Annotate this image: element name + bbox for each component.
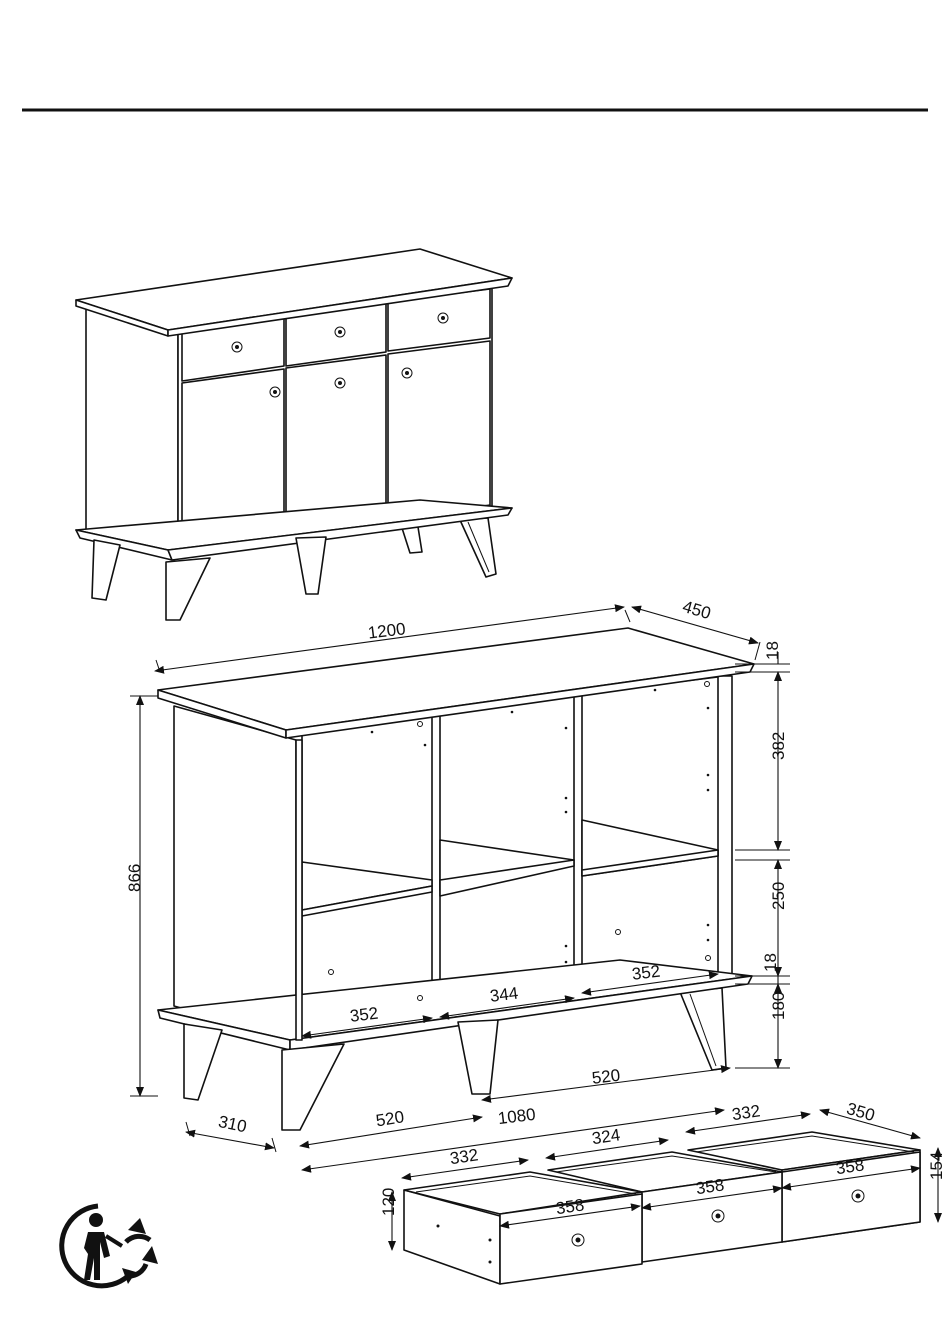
dim-drawer-front-right: 332 [731, 1101, 762, 1124]
front-leg-mid [296, 537, 326, 594]
door-right [388, 341, 490, 520]
assembled-sideboard [76, 249, 512, 620]
drawer-set: 332 324 332 350 154 120 358 358 358 [379, 1099, 946, 1284]
dim-shelf-thickness: 18 [761, 953, 780, 972]
dim-leg-span-right: 520 [591, 1066, 621, 1088]
dim-drawer-width-right: 358 [835, 1155, 866, 1178]
recycling-triman-icon [62, 1206, 158, 1286]
carcass-front-leg-right [282, 1044, 344, 1130]
dim-drawer-depth: 350 [844, 1099, 877, 1125]
carcass-front-leg-left [184, 1024, 222, 1100]
dim-drawer-front-left: 332 [449, 1145, 480, 1168]
dim-leg-height: 180 [769, 992, 788, 1020]
dim-leg-span-total: 1080 [497, 1105, 537, 1128]
dim-lower-compartment: 250 [769, 882, 788, 910]
dim-leg-span-left: 520 [374, 1107, 405, 1130]
dim-right-inner: 352 [631, 962, 661, 984]
dim-drawer-height: 154 [927, 1152, 946, 1180]
dim-depth: 450 [680, 597, 713, 623]
carcass-side-panel [174, 706, 296, 1040]
divider-right [574, 693, 582, 999]
divider-left [432, 711, 440, 1018]
front-leg-right [166, 558, 210, 620]
back-leg-left [402, 527, 422, 553]
front-leg-left [92, 540, 120, 600]
dim-middle-inner: 344 [489, 984, 519, 1006]
dim-upper-compartment: 382 [769, 732, 788, 760]
dim-drawer-inner-height: 120 [379, 1188, 398, 1216]
carcass-dimensioned: 1200 450 866 18 382 250 18 180 352 344 3… [125, 597, 790, 1170]
dim-top-thickness: 18 [763, 641, 782, 660]
dim-left-inner: 352 [349, 1004, 379, 1026]
dim-width: 1200 [367, 619, 407, 642]
dim-drawer-width-left: 358 [555, 1195, 586, 1218]
back-leg-right [460, 518, 496, 577]
dim-leg-depth: 310 [217, 1112, 249, 1136]
dim-height: 866 [125, 864, 144, 892]
dim-drawer-width-middle: 358 [695, 1175, 726, 1198]
carcass-front-leg-mid [458, 1020, 498, 1094]
dim-drawer-front-middle: 324 [591, 1125, 622, 1148]
side-panel [86, 308, 178, 553]
